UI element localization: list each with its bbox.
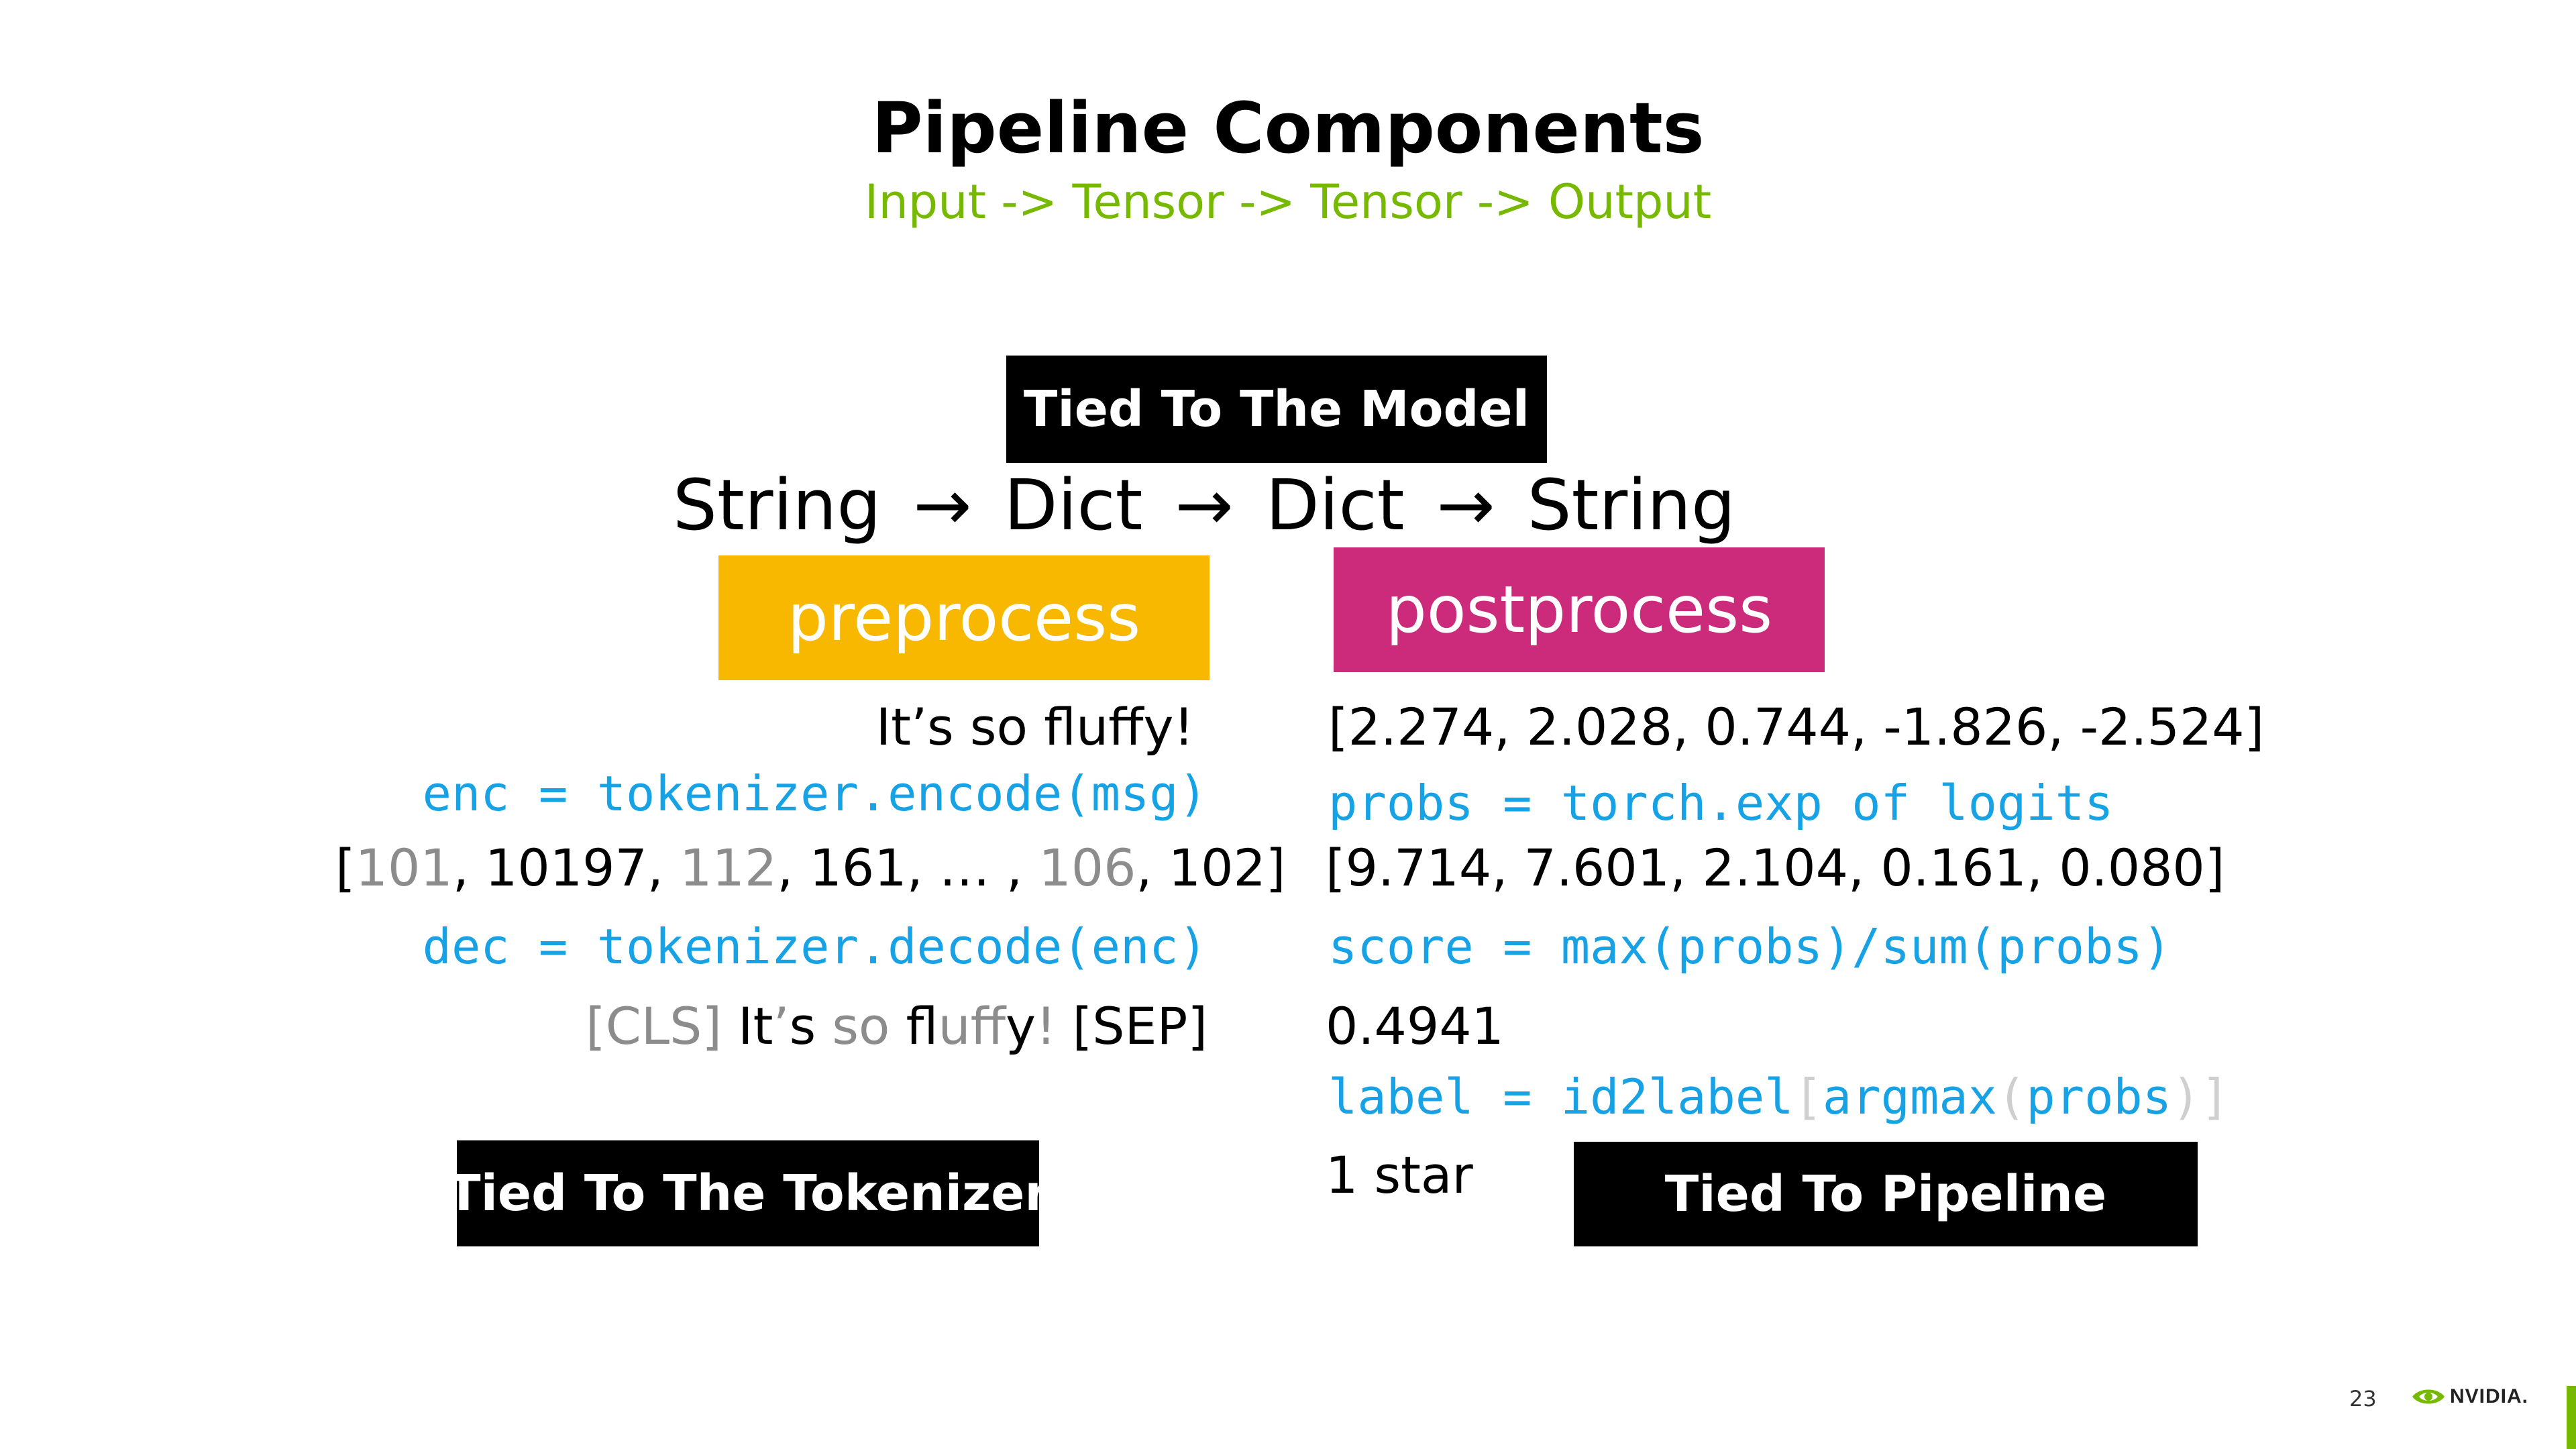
flow-string-output: String	[1527, 464, 1736, 546]
probs-code: probs = torch.exp of logits	[1328, 775, 2114, 831]
tied-to-pipeline-label: Tied To Pipeline	[1574, 1142, 2198, 1246]
flow-dict-2: Dict	[1265, 464, 1405, 546]
decoded-sep: [SEP]	[1056, 996, 1208, 1056]
label-code-bracket: ]	[2200, 1069, 2230, 1125]
tied-to-model-label: Tied To The Model	[1006, 356, 1547, 463]
accent-bar	[2567, 1386, 2576, 1449]
tied-to-tokenizer-label: Tied To The Tokenizer	[447, 1140, 1049, 1246]
label-code-bracket: [	[1793, 1069, 1823, 1125]
label-code: label = id2label[argmax(probs)]	[1328, 1067, 2230, 1127]
decoded-part: s	[789, 996, 833, 1056]
page-number: 23	[2349, 1386, 2377, 1411]
decoded-text: [CLS] It’s so fluffy! [SEP]	[335, 996, 1208, 1057]
score-value: 0.4941	[1326, 996, 1504, 1056]
token-id-apostrophe: 112	[680, 838, 777, 898]
label-code-paren: (	[1997, 1069, 2027, 1125]
token-ids-close: , 102]	[1136, 838, 1286, 898]
page-title: Pipeline Components	[871, 87, 1705, 169]
arrow-right-icon: →	[913, 464, 972, 546]
token-id-cls: 101	[355, 838, 453, 898]
arrow-right-icon: →	[1175, 464, 1234, 546]
decode-code: dec = tokenizer.decode(enc)	[422, 918, 1208, 975]
decoded-part: so	[832, 996, 890, 1056]
token-ids-open: [	[335, 838, 356, 898]
token-ids-part: , 161, … ,	[777, 838, 1039, 898]
decoded-part: ’	[773, 996, 790, 1056]
score-code: score = max(probs)/sum(probs)	[1328, 918, 2172, 975]
label-code-part: probs	[2026, 1069, 2172, 1125]
flow-string-input: String	[672, 464, 881, 546]
label-code-part: label = id2label	[1328, 1069, 1794, 1125]
arrow-right-icon: →	[1436, 464, 1495, 546]
nvidia-logo: NVIDIA.	[2411, 1385, 2528, 1409]
decoded-part: fy	[1005, 996, 1036, 1056]
label-code-paren: )	[2171, 1069, 2201, 1125]
decoded-part: fl	[890, 996, 938, 1056]
input-text: It’s so fluffy!	[875, 697, 1194, 757]
probs-values: [9.714, 7.601, 2.104, 0.161, 0.080]	[1326, 838, 2225, 898]
page-subtitle: Input -> Tensor -> Tensor -> Output	[864, 174, 1712, 229]
token-ids: [101, 10197, 112, 161, … , 106, 102]	[335, 837, 1285, 899]
logits-values: [2.274, 2.028, 0.744, -1.826, -2.524]	[1328, 697, 2265, 757]
token-id-exclaim: 106	[1038, 838, 1136, 898]
preprocess-box: preprocess	[718, 555, 1210, 680]
flow-row: String → Dict → Dict → String	[673, 462, 1735, 549]
decoded-part: It	[722, 996, 773, 1056]
decoded-part: uf	[938, 996, 1006, 1056]
postprocess-box: postprocess	[1334, 547, 1825, 672]
token-ids-part: , 10197,	[452, 838, 680, 898]
flow-dict-1: Dict	[1004, 464, 1143, 546]
label-code-part: argmax	[1822, 1069, 1998, 1125]
decoded-part: !	[1035, 996, 1057, 1056]
label-value: 1 star	[1326, 1145, 1473, 1205]
decoded-cls: [CLS]	[586, 996, 722, 1056]
nvidia-wordmark: NVIDIA.	[2450, 1385, 2529, 1407]
encode-code: enc = tokenizer.encode(msg)	[422, 765, 1208, 822]
nvidia-eye-icon	[2412, 1389, 2445, 1404]
